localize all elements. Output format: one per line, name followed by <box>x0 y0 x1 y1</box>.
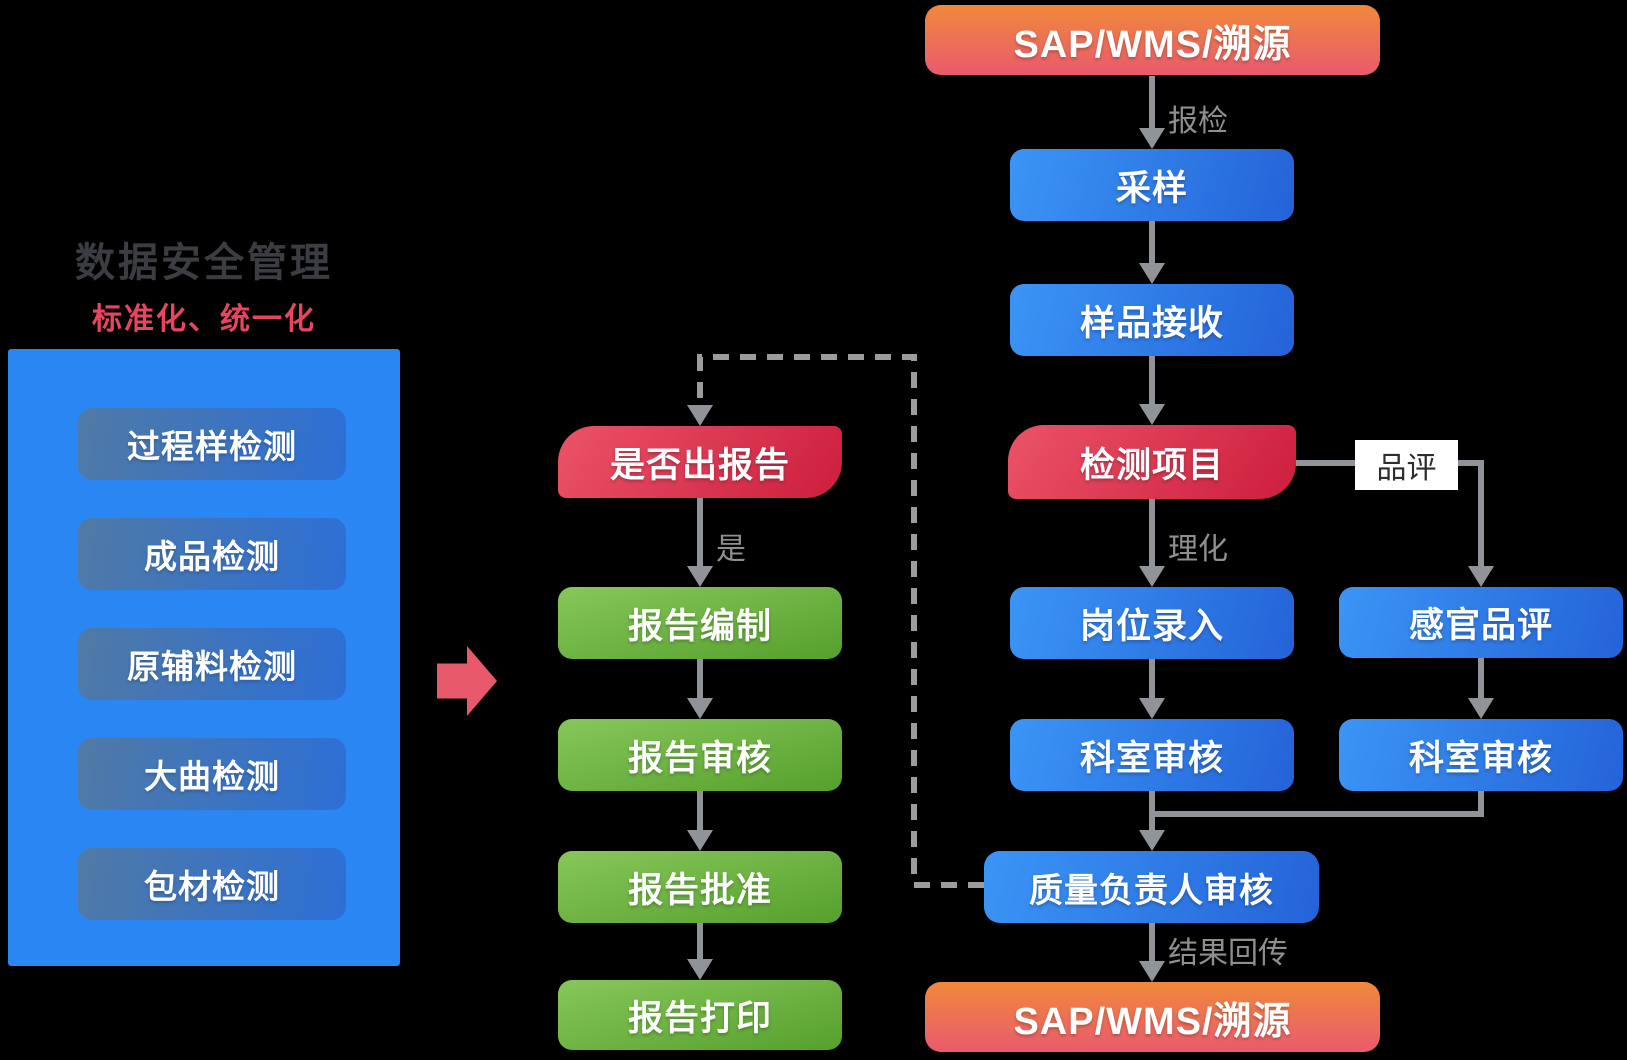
left-panel-subtitle: 标准化、统一化 <box>92 303 316 336</box>
left-panel-item-process-sample: 过程样检测 <box>78 408 346 480</box>
edge-label-physical-chemical: 理化 <box>1168 533 1228 566</box>
node-report-approve: 报告批准 <box>558 851 842 923</box>
node-report-print: 报告打印 <box>558 980 842 1050</box>
node-quality-manager-review: 质量负责人审核 <box>984 851 1319 923</box>
node-sap-wms-trace-bottom: SAP/WMS/溯源 <box>925 982 1380 1052</box>
node-dept-review-branch: 科室审核 <box>1339 719 1623 791</box>
left-panel-item-finished-product: 成品检测 <box>78 518 346 590</box>
left-panel-item-raw-material: 原辅料检测 <box>78 628 346 700</box>
node-dept-review-main: 科室审核 <box>1010 719 1294 791</box>
node-sample-receiving: 样品接收 <box>1010 284 1294 356</box>
left-panel-title: 数据安全管理 <box>75 241 333 285</box>
node-report-review: 报告审核 <box>558 719 842 791</box>
edge-label-result-return: 结果回传 <box>1168 937 1288 970</box>
edge-label-report-inspection: 报检 <box>1168 105 1228 138</box>
left-panel-item-daqu: 大曲检测 <box>78 738 346 810</box>
node-sap-wms-trace-top: SAP/WMS/溯源 <box>925 5 1380 75</box>
node-report-compile: 报告编制 <box>558 587 842 659</box>
edge-label-tasting: 品评 <box>1355 440 1458 490</box>
node-report-decision: 是否出报告 <box>558 426 842 498</box>
node-position-entry: 岗位录入 <box>1010 587 1294 659</box>
node-sensory-evaluation: 感官品评 <box>1339 587 1623 658</box>
left-panel-item-packaging: 包材检测 <box>78 848 346 920</box>
node-sampling: 采样 <box>1010 149 1294 221</box>
node-test-items: 检测项目 <box>1008 425 1296 499</box>
edge-label-yes: 是 <box>716 533 746 566</box>
